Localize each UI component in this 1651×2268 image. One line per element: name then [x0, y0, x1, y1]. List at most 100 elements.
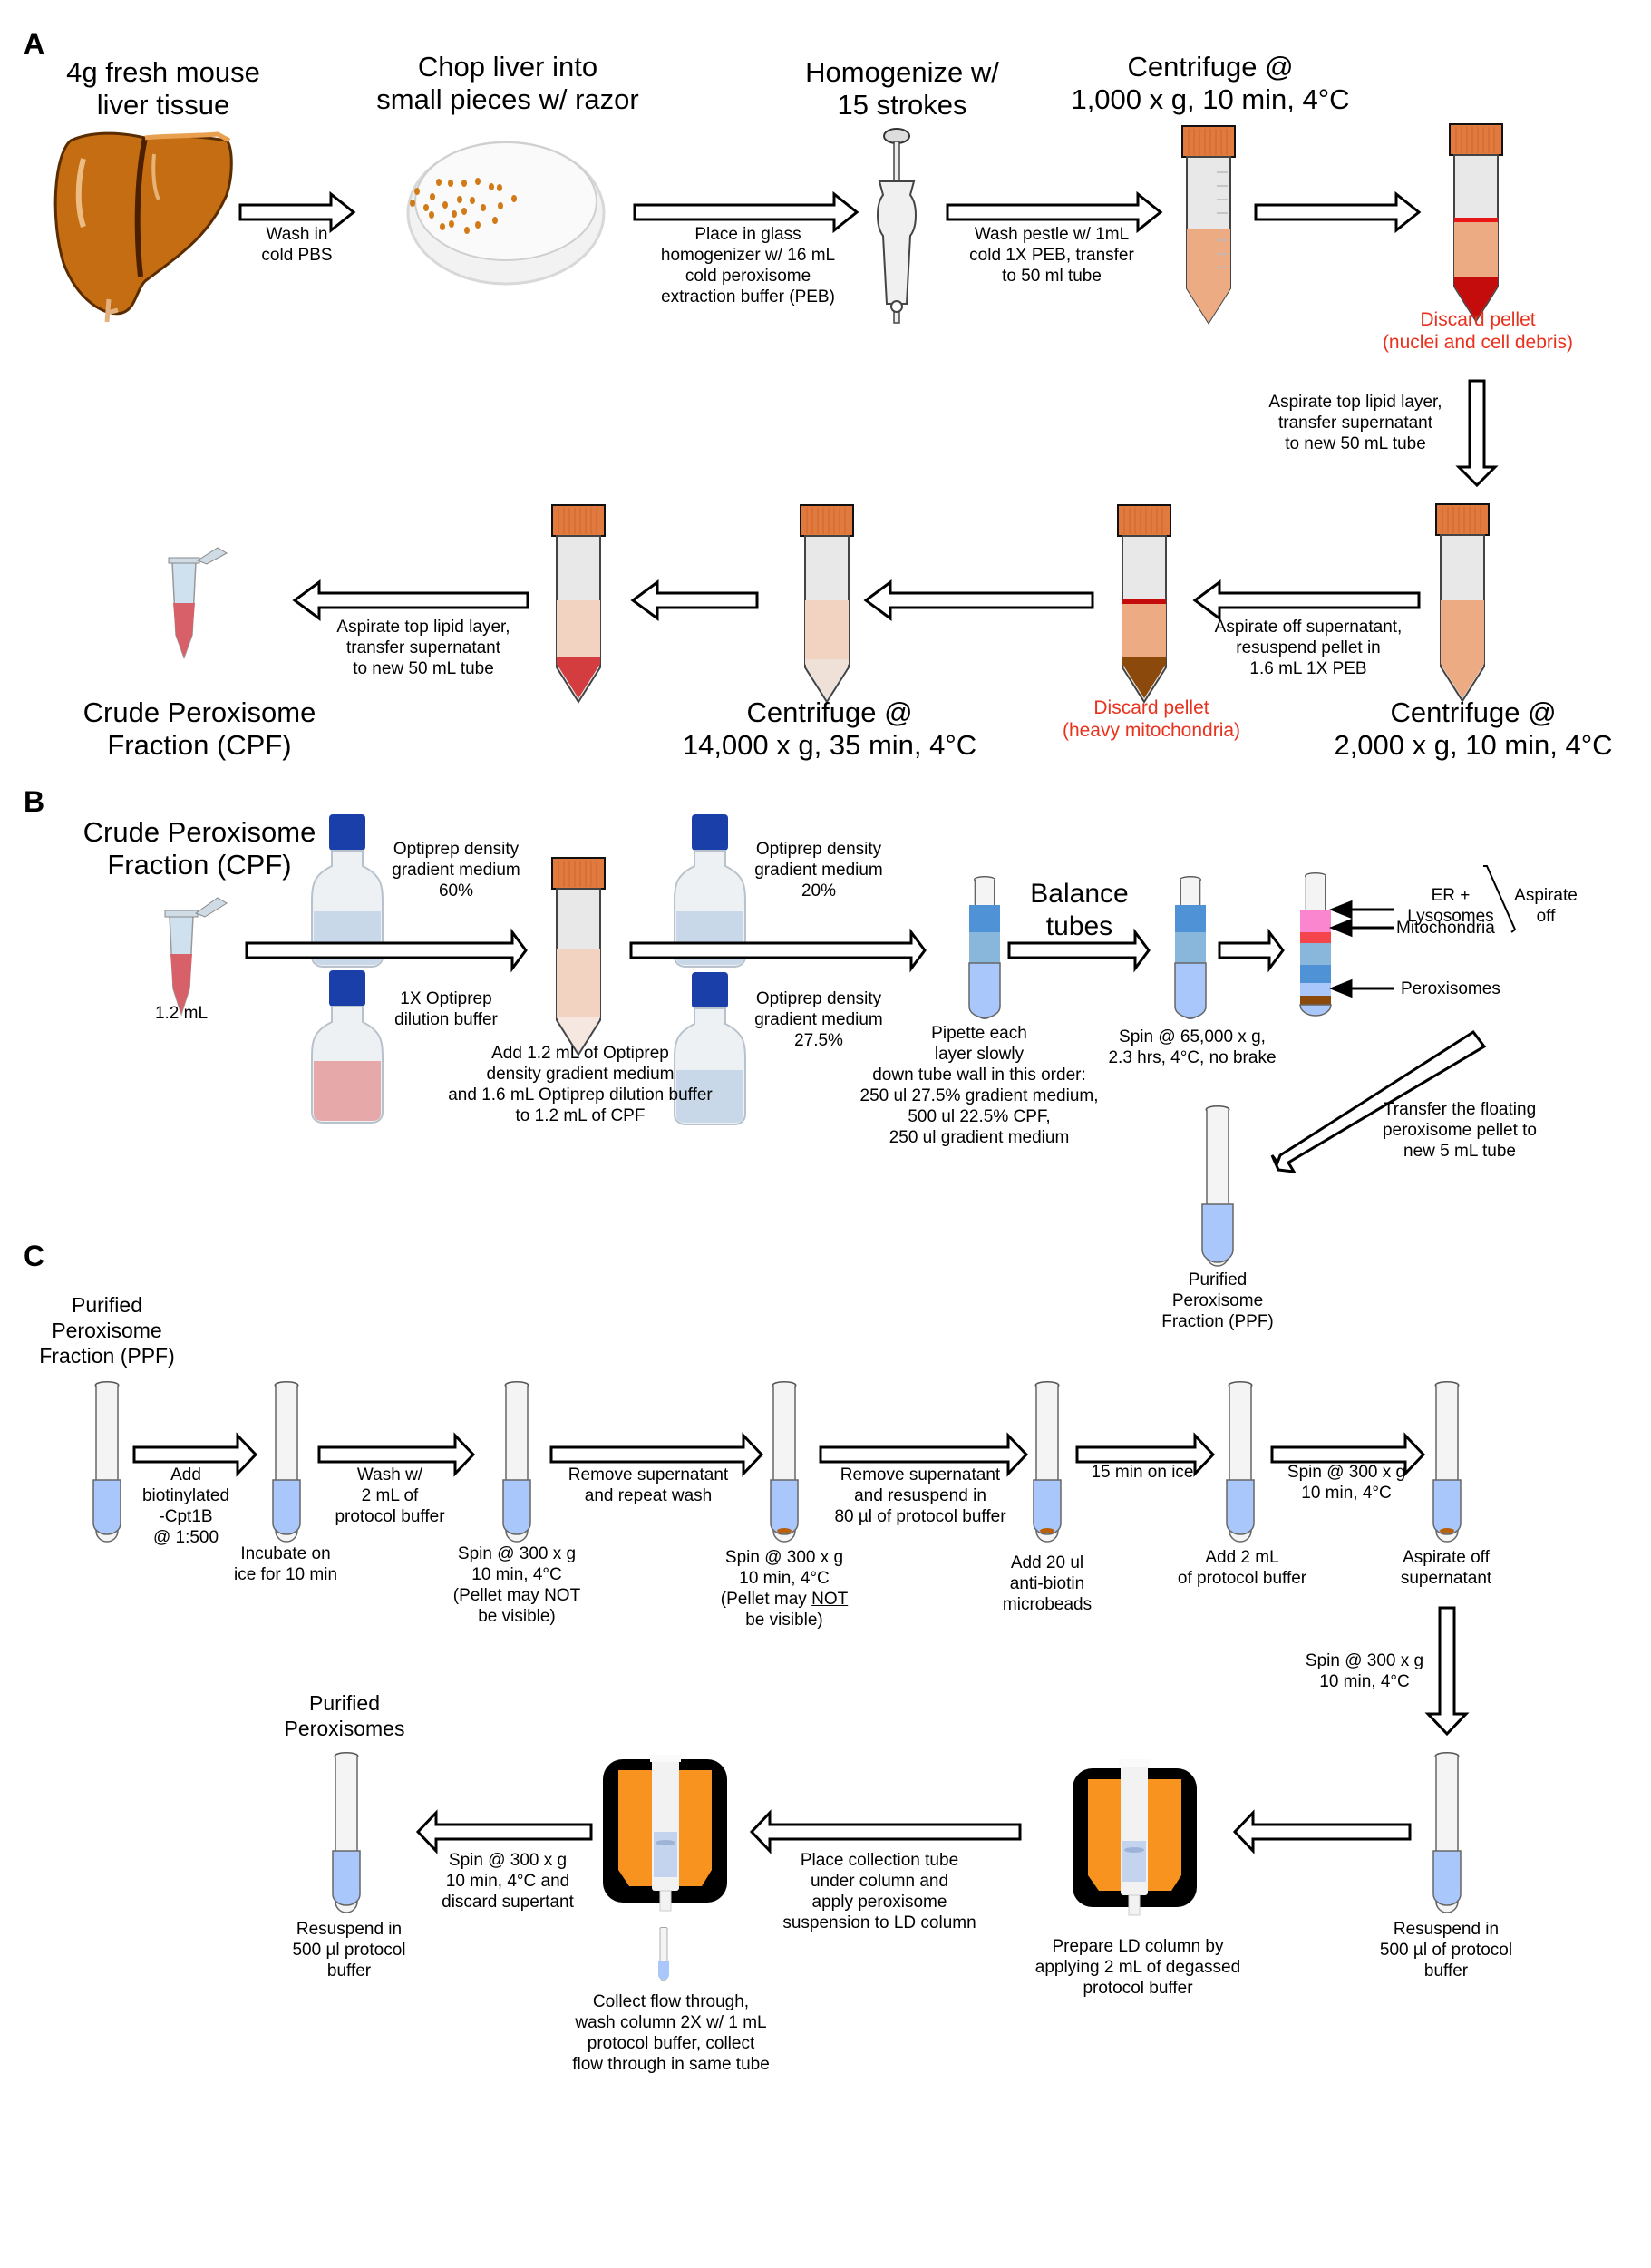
title-centrifuge-2000g: Centrifuge @ 2,000 x g, 10 min, 4°C	[1334, 696, 1613, 761]
arrow-remove-resuspend	[819, 1432, 1029, 1477]
caption-add-biotin: Add biotinylated -Cpt1B @ 1:500	[141, 1465, 230, 1547]
arrow-mid	[630, 579, 759, 621]
title-crude-peroxisome-a: Crude Peroxisome Fraction (CPF)	[83, 696, 316, 761]
caption-15min-ice: 15 min on ice	[1091, 1463, 1194, 1482]
caption-prepare-ld: Prepare LD column by applying 2 mL of de…	[1034, 1937, 1241, 1998]
tube-c1	[92, 1381, 121, 1543]
caption-spin300-down: Spin @ 300 x g 10 min, 4°C	[1305, 1651, 1424, 1691]
gradient-tube-2	[1174, 876, 1207, 1020]
caption-aspirate-sup: Aspirate off supernatant	[1400, 1548, 1492, 1588]
tube-c6	[1226, 1381, 1255, 1543]
tube-a1	[1181, 125, 1236, 324]
caption-spin-pellet-b: Spin @ 300 x g 10 min, 4°C (Pellet may N…	[703, 1547, 866, 1630]
tube-c7	[1432, 1381, 1462, 1543]
panel-label-b: B	[24, 785, 45, 818]
caption-wash-pbs: Wash in cold PBS	[261, 225, 333, 265]
arrows-panel-a	[238, 190, 1499, 621]
arrows-panel-c	[132, 1432, 1470, 1854]
arrow-wash-pestle	[946, 190, 1163, 234]
microtube-cpf-a	[168, 547, 228, 660]
bottle-dilution	[311, 970, 384, 1124]
caption-aspirate-lipid-2: Aspirate top lipid layer, transfer super…	[336, 618, 510, 678]
label-bottle-27-5: Optiprep density gradient medium 27.5%	[754, 989, 883, 1050]
tube-c2	[272, 1381, 301, 1543]
title-liver-tissue: 4g fresh mouse liver tissue	[66, 56, 260, 121]
tube-c4	[770, 1381, 799, 1543]
band-pointers	[1328, 900, 1394, 998]
panel-label-c: C	[24, 1240, 45, 1272]
tubes-panel-c	[92, 1381, 1462, 1981]
caption-spin-pellet-a: Spin @ 300 x g 10 min, 4°C (Pellet may N…	[452, 1544, 581, 1626]
tube-a2-nuclei-pellet	[1449, 123, 1503, 322]
caption-add-2ml: Add 2 mL of protocol buffer	[1177, 1548, 1307, 1588]
tube-a5-14000g	[800, 504, 854, 703]
arrow-aspirate-lipid	[292, 579, 529, 621]
caption-pipette-layers: Pipette each layer slowly down tube wall…	[859, 1024, 1099, 1147]
arrow-to-cpf-mix	[245, 928, 528, 973]
arrow-balance	[1007, 928, 1151, 973]
caption-aspirate-off: Aspirate off supernatant, resuspend pell…	[1214, 618, 1403, 678]
microtube-cpf-b	[164, 897, 228, 1017]
arrow-place-glass	[633, 190, 859, 234]
caption-aspirate-lipid-1: Aspirate top lipid layer, transfer super…	[1268, 393, 1442, 453]
caption-remove-repeat: Remove supernatant and repeat wash	[568, 1465, 729, 1505]
arrow-down-aspirate	[1455, 379, 1499, 488]
tube-c3	[502, 1381, 531, 1543]
tube-c-final	[332, 1752, 361, 1913]
caption-spin-discard: Spin @ 300 x g 10 min, 4°C and discard s…	[442, 1851, 574, 1912]
label-er-lysosomes: ER + Lysosomes	[1407, 886, 1494, 926]
arrow-add-biotin	[132, 1432, 258, 1477]
title-centrifuge-14000g: Centrifuge @ 14,000 x g, 35 min, 4°C	[682, 696, 977, 761]
arrow-spin-discard	[415, 1809, 593, 1854]
panel-label-a: A	[24, 27, 45, 60]
caption-place-collection: Place collection tube under column and a…	[782, 1851, 976, 1932]
gradient-tube-separated	[1299, 872, 1332, 1017]
title-purified-peroxisomes: Purified Peroxisomes	[284, 1691, 405, 1740]
arrow-to-layering	[629, 928, 927, 973]
ld-column-prepare	[1073, 1759, 1197, 1916]
ppf-tube-b	[1201, 1105, 1234, 1267]
title-chop-liver: Chop liver into small pieces w/ razor	[376, 51, 639, 115]
caption-spin-pellet-b-end: be visible)	[745, 1611, 823, 1630]
title-crude-peroxisome-b: Crude Peroxisome Fraction (CPF)	[83, 816, 316, 881]
arrow-spin300-down	[1424, 1606, 1470, 1737]
title-centrifuge-1000g: Centrifuge @ 1,000 x g, 10 min, 4°C	[1071, 51, 1350, 115]
caption-microbeads: Add 20 ul anti-biotin microbeads	[1002, 1553, 1093, 1614]
label-mitochondria: Mitochondria	[1396, 919, 1495, 938]
arrows-panel-b	[245, 928, 1487, 1173]
caption-spin-pellet-b-text: Spin @ 300 x g 10 min, 4°C (Pellet may	[720, 1548, 844, 1609]
arrow-to-discard1	[1254, 190, 1422, 234]
arrow-to-prepare-ld	[1232, 1809, 1412, 1854]
tube-b-cpf-mix	[551, 857, 606, 1056]
caption-place-glass: Place in glass homogenizer w/ 16 mL cold…	[660, 225, 836, 307]
arrow-place-collection	[749, 1809, 1022, 1854]
caption-discard-mito: Discard pellet (heavy mitochondria)	[1062, 697, 1241, 741]
caption-ppf-b: Purified Peroxisome Fraction (PPF)	[1161, 1270, 1274, 1331]
homogenizer-illustration	[877, 128, 917, 324]
caption-volume-1-2ml: 1.2 mL	[154, 1004, 209, 1023]
collection-tube	[658, 1927, 669, 1981]
caption-resuspend-500: Resuspend in 500 µl of protocol buffer	[1379, 1920, 1513, 1981]
bottle-27-5	[674, 972, 746, 1125]
caption-wash-2ml: Wash w/ 2 mL of protocol buffer	[335, 1465, 445, 1526]
label-bottle-20: Optiprep density gradient medium 20%	[754, 840, 883, 900]
caption-spin300: Spin @ 300 x g 10 min, 4°C	[1287, 1463, 1406, 1503]
caption-not-underlined: NOT	[811, 1590, 849, 1609]
arrow-spin	[1218, 928, 1285, 973]
arrow-15min-ice	[1075, 1432, 1216, 1477]
caption-wash-pestle: Wash pestle w/ 1mL cold 1X PEB, transfer…	[969, 225, 1134, 286]
arrow-wash-pbs	[238, 190, 356, 234]
caption-collect-flow: Collect flow through, wash column 2X w/ …	[572, 1992, 770, 2074]
ld-column-apply	[603, 1755, 727, 1912]
aspirate-bracket	[1483, 865, 1517, 933]
petri-dish-illustration	[406, 141, 606, 286]
gradient-tube-1	[968, 876, 1001, 1020]
caption-add-optiprep: Add 1.2 mL of Optiprep density gradient …	[448, 1044, 713, 1125]
arrow-transfer-diagonal	[1270, 1029, 1487, 1173]
tube-c8-resuspend	[1432, 1752, 1462, 1913]
arrow-remove-repeat	[549, 1432, 764, 1477]
label-bottle-dilution: 1X Optiprep dilution buffer	[394, 989, 498, 1029]
arrow-spin300	[1270, 1432, 1426, 1477]
title-homogenize: Homogenize w/ 15 strokes	[805, 56, 999, 121]
